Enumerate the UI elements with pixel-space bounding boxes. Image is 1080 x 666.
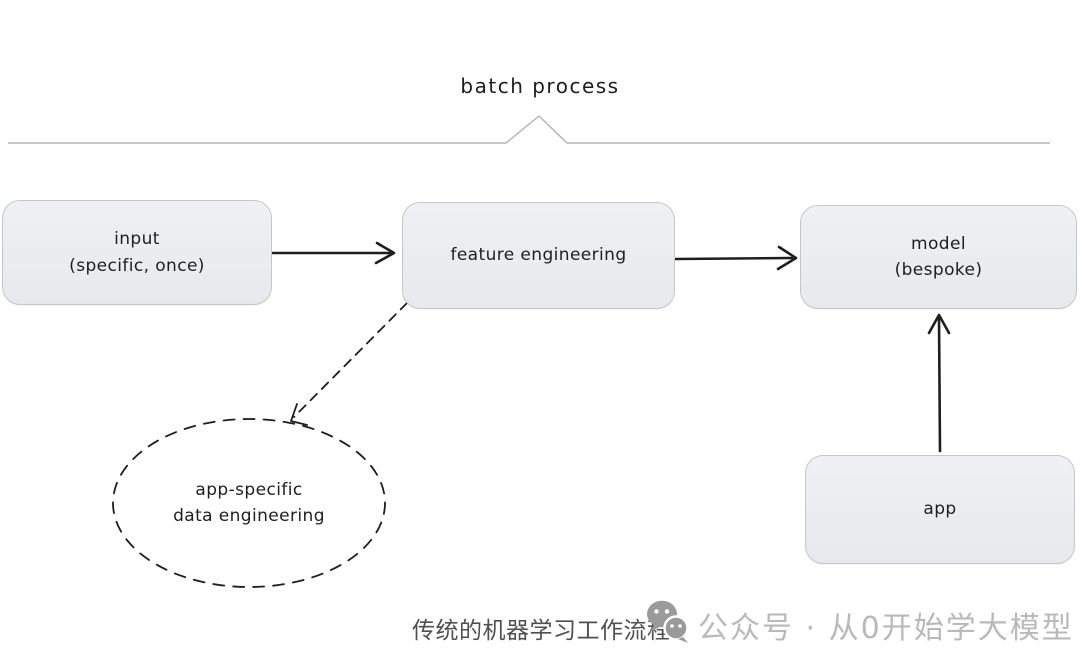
node-app-specific-data-engineering: app-specific data engineering bbox=[129, 463, 369, 543]
batch-process-label: batch process bbox=[460, 74, 620, 98]
node-feature-engineering-label: feature engineering bbox=[450, 245, 627, 266]
watermark-text: 公众号 · 从0开始学大模型 bbox=[698, 611, 1074, 646]
node-input: input (specific, once) bbox=[2, 200, 272, 305]
arrow-feature-to-model bbox=[674, 245, 798, 271]
node-input-label: input (specific, once) bbox=[69, 229, 205, 276]
arrow-feature-to-data-engineering bbox=[290, 302, 408, 426]
diagram-caption: 传统的机器学习工作流程 bbox=[412, 618, 671, 644]
node-model: model (bespoke) bbox=[800, 205, 1077, 309]
data-engineering-label: app-specific data engineering bbox=[173, 479, 325, 526]
batch-process-brace bbox=[8, 115, 1050, 144]
node-app-label: app bbox=[923, 499, 957, 520]
arrow-input-to-feature bbox=[271, 241, 396, 265]
node-feature-engineering: feature engineering bbox=[402, 202, 675, 309]
node-model-label: model (bespoke) bbox=[894, 233, 983, 280]
wechat-icon bbox=[647, 600, 689, 643]
arrow-app-to-model bbox=[927, 313, 951, 453]
node-app: app bbox=[805, 455, 1075, 564]
